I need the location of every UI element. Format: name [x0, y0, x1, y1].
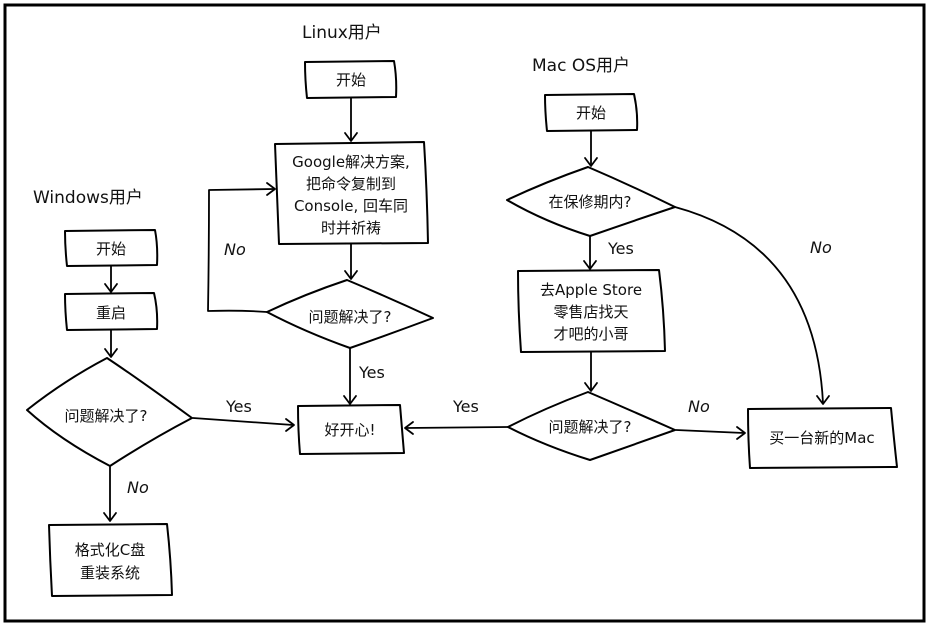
linux-google-line-1: Google解决方案,	[292, 153, 410, 171]
happy-label: 好开心!	[324, 421, 375, 439]
mac-buy-node: 买一台新的Mac	[747, 407, 898, 469]
linux-decision-node: 问题解决了?	[266, 279, 434, 349]
happy-node: 好开心!	[297, 404, 405, 455]
linux-edge-no-loop	[207, 182, 276, 313]
mac-start-label: 开始	[576, 104, 606, 122]
windows-edge-yes	[192, 417, 295, 432]
windows-start-node: 开始	[64, 229, 159, 267]
windows-yes-label: Yes	[225, 397, 252, 416]
windows-reboot-node: 重启	[64, 292, 159, 331]
windows-column-title: Windows用户	[33, 188, 143, 208]
linux-no-label: No	[224, 240, 246, 259]
linux-google-line-2: 把命令复制到	[306, 175, 396, 193]
linux-edge-start-google	[344, 97, 358, 142]
mac-warranty-no-label: No	[810, 238, 832, 257]
linux-yes-label: Yes	[358, 363, 385, 382]
windows-edge-start-reboot	[104, 265, 118, 293]
linux-google-line-3: Console, 回车同	[294, 197, 408, 215]
mac-decision-node: 问题解决了?	[507, 391, 676, 461]
mac-start-node: 开始	[544, 93, 639, 132]
linux-decision-label: 问题解决了?	[309, 308, 392, 326]
mac-yes-label: Yes	[452, 397, 479, 416]
windows-decision-label: 问题解决了?	[65, 407, 148, 425]
linux-column-title: Linux用户	[302, 23, 382, 43]
windows-fix-line-2: 重装系统	[80, 564, 140, 582]
windows-decision-node: 问题解决了?	[26, 357, 193, 467]
mac-edge-no	[675, 426, 746, 440]
windows-no-label: No	[127, 478, 149, 497]
windows-fix-node: 格式化C盘 重装系统	[48, 523, 173, 597]
diagram-frame	[3, 3, 926, 623]
mac-edge-warranty-yes	[583, 235, 597, 270]
mac-warranty-label: 在保修期内?	[549, 193, 632, 211]
mac-store-node: 去Apple Store 零售店找天 才吧的小哥	[517, 269, 666, 353]
mac-edge-yes	[404, 421, 509, 435]
linux-start-node: 开始	[304, 60, 398, 99]
linux-start-label: 开始	[336, 71, 366, 89]
mac-no-label: No	[688, 397, 710, 416]
windows-start-label: 开始	[96, 240, 126, 258]
linux-google-node: Google解决方案, 把命令复制到 Console, 回车同 时并祈祷	[274, 141, 429, 245]
mac-store-line-2: 零售店找天	[553, 303, 628, 321]
mac-column-title: Mac OS用户	[532, 56, 630, 76]
mac-edge-store-decision	[584, 351, 598, 392]
linux-edge-yes	[343, 347, 357, 405]
mac-edge-warranty-no	[674, 206, 830, 405]
mac-store-line-1: 去Apple Store	[540, 281, 642, 299]
windows-fix-line-1: 格式化C盘	[75, 541, 145, 559]
windows-edge-reboot-decision	[104, 329, 118, 358]
mac-decision-label: 问题解决了?	[549, 418, 632, 436]
windows-reboot-label: 重启	[96, 304, 126, 322]
linux-google-line-4: 时并祈祷	[321, 219, 381, 237]
mac-edge-start-warranty	[584, 130, 598, 167]
mac-store-line-3: 才吧的小哥	[553, 325, 628, 343]
mac-warranty-node: 在保修期内?	[506, 166, 676, 237]
linux-edge-google-decision	[344, 243, 358, 280]
mac-warranty-yes-label: Yes	[607, 239, 634, 258]
windows-edge-no	[103, 466, 117, 522]
mac-buy-label: 买一台新的Mac	[769, 429, 874, 447]
